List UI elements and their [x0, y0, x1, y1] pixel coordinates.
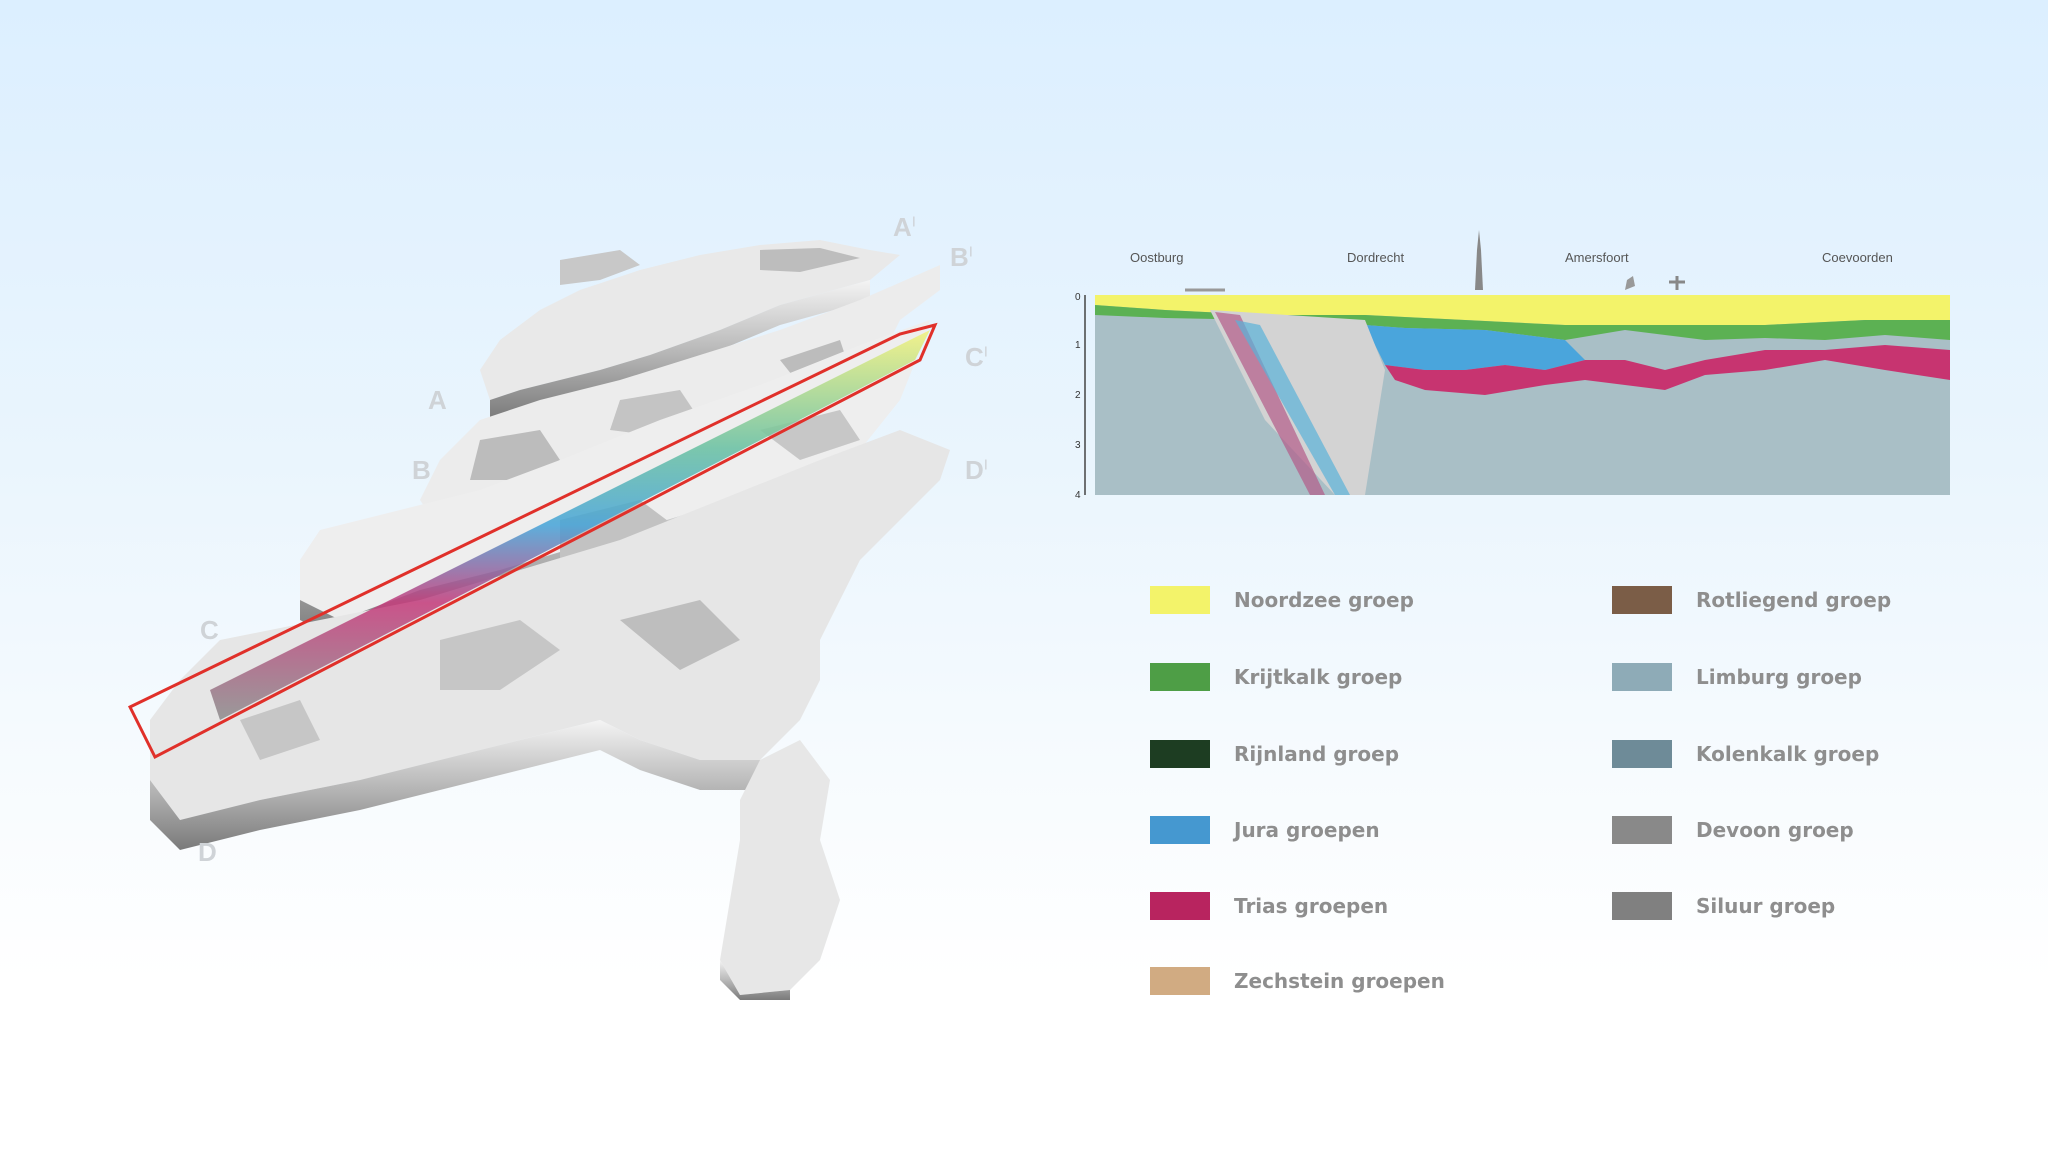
label-d-prime: DI [965, 455, 988, 485]
place-oostburg: Oostburg [1130, 250, 1183, 265]
label-c-prime: CI [965, 342, 988, 372]
legend-item-rijnland: Rijnland groep [1150, 739, 1399, 769]
legend-swatch [1612, 892, 1672, 920]
legend-swatch [1150, 816, 1210, 844]
legend-item-krijtkalk: Krijtkalk groep [1150, 662, 1402, 692]
legend-swatch [1150, 586, 1210, 614]
map-slab-south [150, 430, 950, 850]
place-dordrecht: Dordrecht [1347, 250, 1404, 265]
legend-swatch [1612, 663, 1672, 691]
legend-label: Jura groepen [1234, 818, 1380, 842]
legend-item-trias: Trias groepen [1150, 891, 1388, 921]
legend-item-zechstein: Zechstein groepen [1150, 966, 1445, 996]
map-slab-north [480, 240, 900, 420]
legend-swatch [1150, 892, 1210, 920]
legend-swatch [1612, 740, 1672, 768]
label-a-prime: AI [893, 212, 916, 242]
legend-item-limburg: Limburg groep [1612, 662, 1862, 692]
depth-tick-1: 1 [1075, 340, 1081, 351]
legend-label: Trias groepen [1234, 894, 1389, 918]
map-graphic [127, 240, 950, 1000]
map-limburg [720, 740, 840, 1000]
layer-noordzee [1095, 295, 1950, 325]
legend-label: Rijnland groep [1234, 742, 1400, 766]
legend-swatch [1612, 586, 1672, 614]
legend: Noordzee groep Krijtkalk groep Rijnland … [1150, 585, 1940, 1015]
basin-trias-stripe [1215, 312, 1325, 495]
legend-label: Rotliegend groep [1696, 588, 1892, 612]
legend-item-noordzee: Noordzee groep [1150, 585, 1414, 615]
legend-swatch [1612, 816, 1672, 844]
windmill-icon [1669, 276, 1685, 290]
section-frame [127, 322, 938, 760]
legend-swatch [1150, 967, 1210, 995]
depth-tick-3: 3 [1075, 440, 1081, 451]
legend-item-rotliegend: Rotliegend groep [1612, 585, 1891, 615]
label-b: B [412, 455, 431, 485]
legend-label: Krijtkalk groep [1234, 665, 1403, 689]
legend-item-devoon: Devoon groep [1612, 815, 1854, 845]
label-d: D [198, 837, 217, 867]
legend-label: Zechstein groepen [1234, 969, 1445, 993]
legend-item-siluur: Siluur groep [1612, 891, 1835, 921]
legend-label: Devoon groep [1696, 818, 1854, 842]
depth-tick-4: 4 [1075, 490, 1081, 501]
legend-label: Limburg groep [1696, 665, 1862, 689]
layer-trias [1385, 345, 1950, 395]
basin-jura-stripe [1235, 320, 1350, 495]
legend-label: Noordzee groep [1234, 588, 1414, 612]
depth-tick-0: 0 [1075, 292, 1081, 303]
legend-label: Kolenkalk groep [1696, 742, 1880, 766]
layer-krijtkalk [1095, 305, 1950, 340]
section-strip [210, 330, 930, 720]
label-c: C [200, 615, 219, 645]
rooster-icon [1625, 276, 1635, 290]
depth-tick-2: 2 [1075, 390, 1081, 401]
place-coevoorden: Coevoorden [1822, 250, 1893, 265]
legend-item-kolenkalk: Kolenkalk groep [1612, 739, 1879, 769]
legend-label: Siluur groep [1696, 894, 1836, 918]
label-b-prime: BI [950, 242, 973, 272]
cross-section-graphic: Oostburg Dordrecht Amersfoort Coevoorden… [1075, 230, 1950, 501]
layer-jura [1365, 325, 1585, 370]
label-a: A [428, 385, 447, 415]
place-amersfoort: Amersfoort [1565, 250, 1629, 265]
church-tower-icon [1475, 230, 1483, 290]
legend-swatch [1150, 663, 1210, 691]
legend-swatch [1150, 740, 1210, 768]
legend-item-jura: Jura groepen [1150, 815, 1380, 845]
